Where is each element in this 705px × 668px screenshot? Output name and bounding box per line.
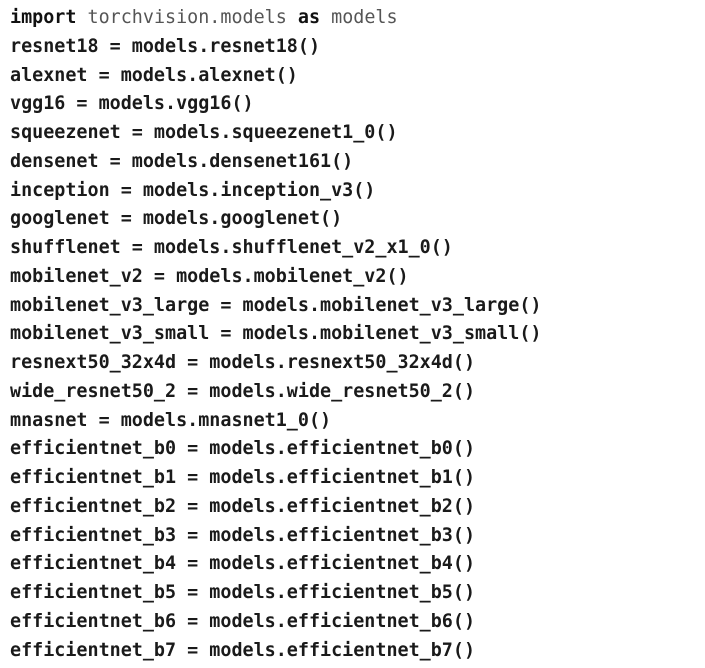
- code-line: alexnet = models.alexnet(): [10, 64, 298, 86]
- code-line: mobilenet_v2 = models.mobilenet_v2(): [10, 265, 409, 287]
- code-line: efficientnet_b7 = models.efficientnet_b7…: [10, 639, 476, 661]
- code-line: squeezenet = models.squeezenet1_0(): [10, 122, 398, 143]
- code-line: densenet = models.densenet161(): [10, 150, 354, 172]
- code-line: efficientnet_b6 = models.efficientnet_b6…: [10, 610, 476, 632]
- code-line: efficientnet_b0 = models.efficientnet_b0…: [10, 438, 476, 460]
- code-line: resnext50_32x4d = models.resnext50_32x4d…: [10, 352, 476, 373]
- code-lines: resnet18 = models.resnet18() alexnet = m…: [10, 33, 705, 666]
- code-line: efficientnet_b1 = models.efficientnet_b1…: [10, 467, 476, 488]
- code-line: efficientnet_b3 = models.efficientnet_b3…: [10, 524, 476, 546]
- code-line: resnet18 = models.resnet18(): [10, 35, 321, 57]
- code-line: mnasnet = models.mnasnet1_0(): [10, 409, 332, 431]
- code-line: efficientnet_b4 = models.efficientnet_b4…: [10, 553, 476, 575]
- import-alias: models: [320, 7, 398, 28]
- as-keyword: as: [297, 7, 321, 28]
- code-line: mobilenet_v3_large = models.mobilenet_v3…: [10, 294, 542, 316]
- import-keyword: import: [10, 7, 77, 28]
- code-line: efficientnet_b5 = models.efficientnet_b5…: [10, 582, 476, 603]
- code-line: mobilenet_v3_small = models.mobilenet_v3…: [10, 323, 542, 345]
- code-line: wide_resnet50_2 = models.wide_resnet50_2…: [10, 380, 476, 402]
- code-line: vgg16 = models.vgg16(): [10, 93, 254, 115]
- import-module: torchvision.models: [76, 7, 298, 28]
- code-line: shufflenet = models.shufflenet_v2_x1_0(): [10, 237, 453, 258]
- code-line: googlenet = models.googlenet(): [10, 208, 343, 230]
- code-line: efficientnet_b2 = models.efficientnet_b2…: [10, 495, 476, 517]
- import-line: import torchvision.models as models: [10, 4, 705, 33]
- code-line: inception = models.inception_v3(): [10, 179, 376, 201]
